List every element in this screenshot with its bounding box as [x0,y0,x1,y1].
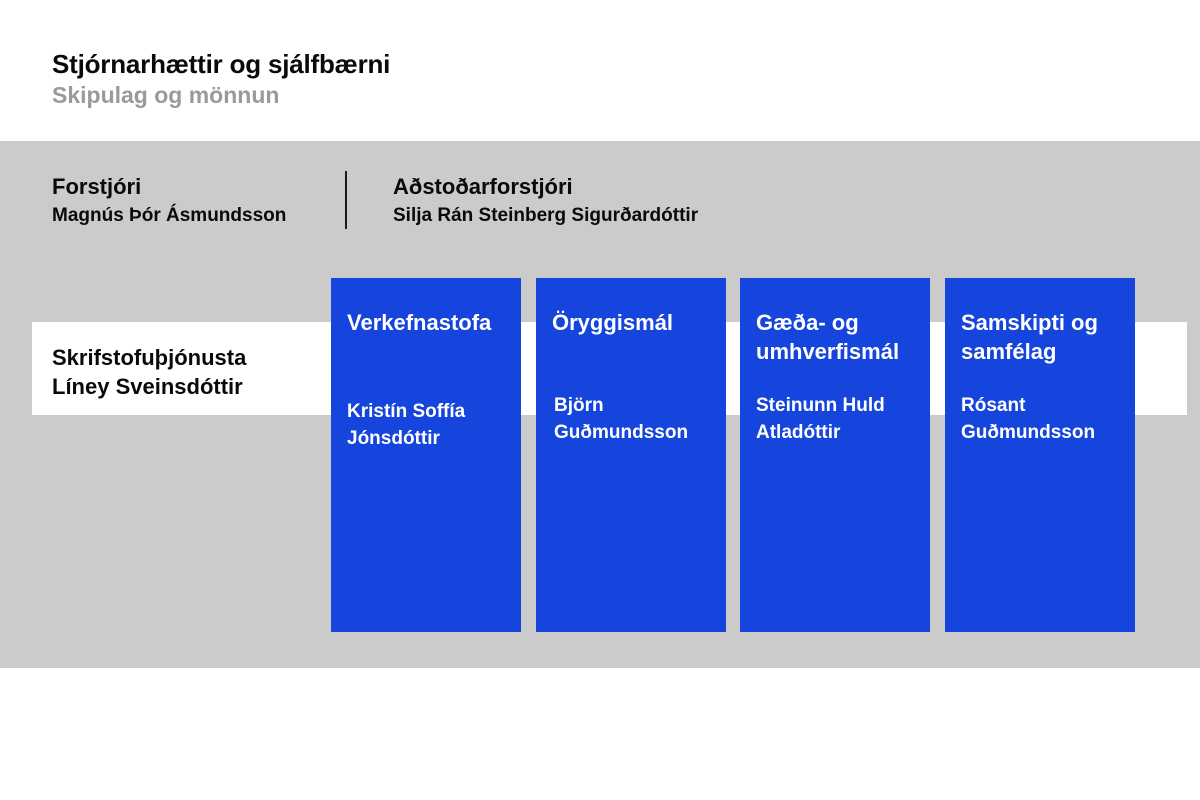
department-name: Gæða- og umhverfismál [756,310,900,364]
department-head: Rósant Guðmundsson [961,395,1096,443]
office-services-head: Líney Sveinsdóttir [52,374,243,399]
leader-name: Magnús Þór Ásmundsson [52,205,287,226]
department-head: Steinunn Huld Atladóttir [756,395,885,443]
office-services: Skrifstofuþjónusta Líney Sveinsdóttir [52,343,246,401]
department-head: Kristín Soffía Jónsdóttir [347,401,466,449]
department-box-verkefnastofa: Verkefnastofa Kristín Soffía Jónsdóttir [331,278,521,632]
leader-role: Aðstoðarforstjóri [393,174,573,199]
page-subtitle: Skipulag og mönnun [52,82,280,108]
department-name: Öryggismál [552,310,674,335]
page-title: Stjórnarhættir og sjálfbærni [52,49,391,79]
department-box-oryggismal: Öryggismál Björn Guðmundsson [536,278,726,632]
department-name: Verkefnastofa [347,310,492,335]
department-box-gaeda-og-umhverfismal: Gæða- og umhverfismál Steinunn Huld Atla… [740,278,930,632]
page-header: Stjórnarhættir og sjálfbærni Skipulag og… [52,48,390,110]
leader-role: Forstjóri [52,174,142,199]
leader-deputy: Aðstoðarforstjóri Silja Rán Steinberg Si… [393,172,698,230]
leader-divider [345,171,347,229]
office-services-name: Skrifstofuþjónusta [52,345,247,370]
leader-name: Silja Rán Steinberg Sigurðardóttir [393,205,699,226]
department-head: Björn Guðmundsson [554,395,689,443]
department-box-samskipti-og-samfelag: Samskipti og samfélag Rósant Guðmundsson [945,278,1135,632]
leader-ceo: Forstjóri Magnús Þór Ásmundsson [52,172,286,230]
department-name: Samskipti og samfélag [961,310,1098,364]
